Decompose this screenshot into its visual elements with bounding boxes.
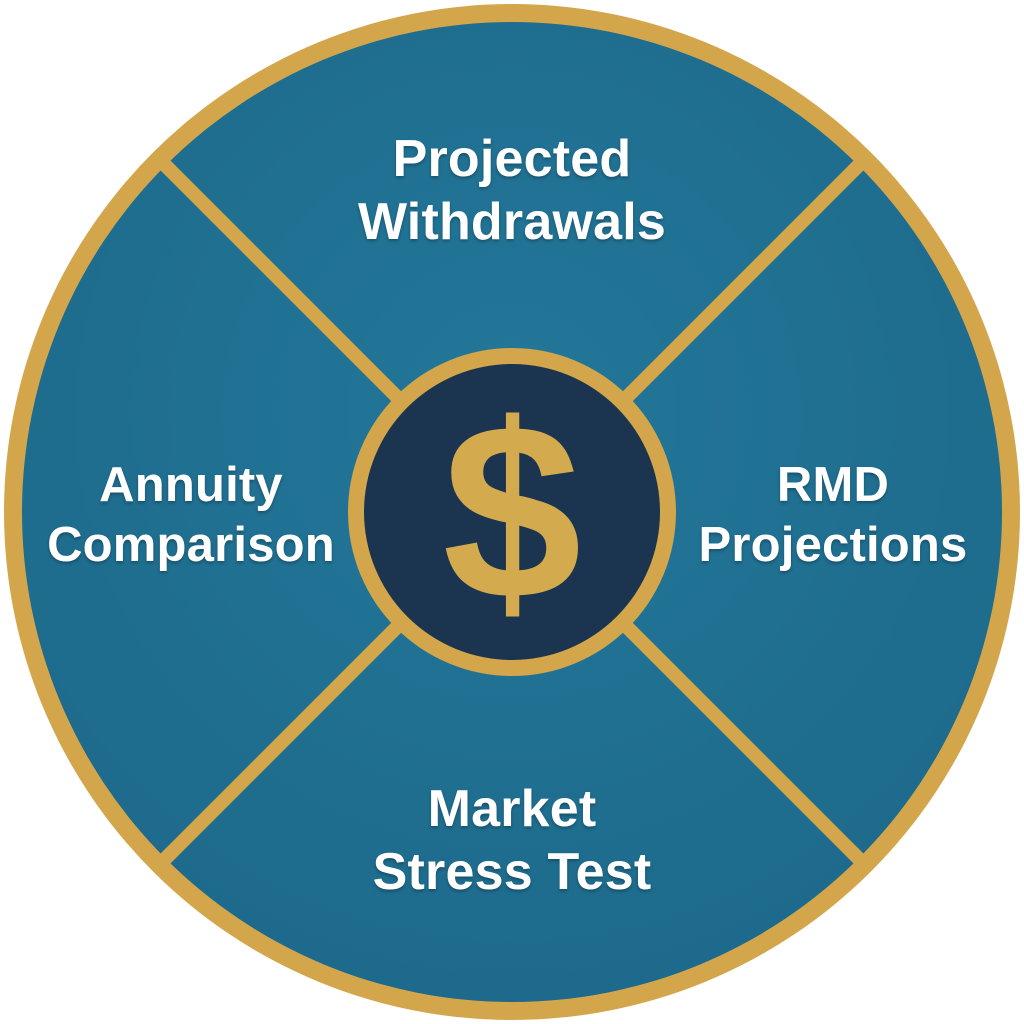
- segment-label-market-stress-test: Market Stress Test: [262, 778, 762, 905]
- segment-label-line: Comparison: [47, 517, 335, 572]
- segment-label-projected-withdrawals: Projected Withdrawals: [262, 128, 762, 255]
- dollar-sign-icon: $: [442, 372, 582, 651]
- divider-bottom-right: [619, 619, 864, 864]
- segment-label-line: Projected: [392, 130, 632, 188]
- segment-label-line: Projections: [698, 517, 968, 572]
- segment-label-line: Annuity: [99, 458, 283, 512]
- segment-label-rmd-projections: RMD Projections: [668, 456, 998, 576]
- divider-bottom-left: [160, 619, 405, 864]
- segment-label-line: Withdrawals: [357, 193, 666, 252]
- segment-label-line: RMD: [776, 458, 890, 512]
- center-hub: [364, 364, 660, 660]
- segment-label-line: Stress Test: [372, 843, 652, 902]
- segment-label-annuity-comparison: Annuity Comparison: [26, 456, 356, 576]
- divider-top-right: [619, 160, 864, 405]
- divider-top-left: [160, 160, 405, 405]
- segment-label-line: Market: [427, 780, 597, 838]
